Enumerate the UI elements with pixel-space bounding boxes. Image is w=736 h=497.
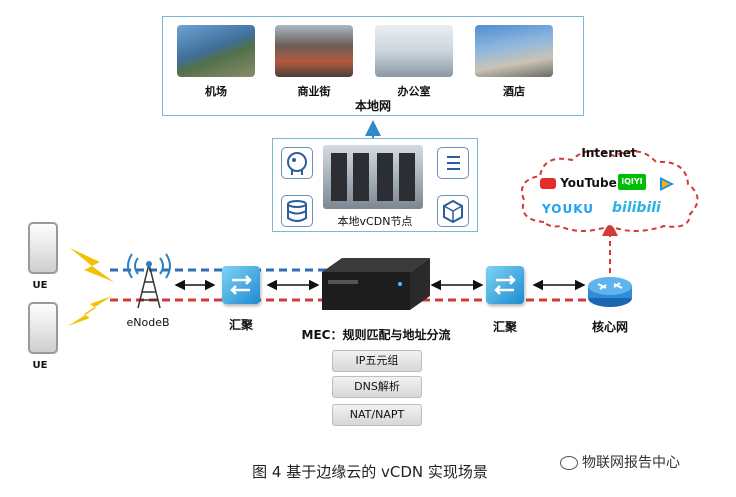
hotel-photo bbox=[475, 25, 553, 77]
enodeb-tower-icon bbox=[122, 246, 176, 312]
local-network-panel: 机场 商业街 办公室 酒店 本地网 bbox=[162, 16, 584, 116]
bilibili-logo: bilibili bbox=[612, 200, 661, 216]
aggregation-switch-left-icon bbox=[222, 266, 260, 304]
site-label-office: 办公室 bbox=[397, 85, 431, 98]
enodeb-label: eNodeB bbox=[126, 316, 170, 329]
ue-phone-2 bbox=[28, 302, 58, 354]
site-label-airport: 机场 bbox=[205, 85, 227, 98]
aggregation-label-left: 汇聚 bbox=[228, 318, 253, 332]
youtube-logo: YouTube bbox=[540, 176, 617, 190]
package-icon bbox=[437, 195, 469, 227]
street-photo bbox=[275, 25, 353, 77]
ai-head-icon bbox=[281, 147, 313, 179]
server-rack-image bbox=[323, 145, 423, 209]
site-label-hotel: 酒店 bbox=[503, 85, 525, 98]
internet-cloud: Internet YouTube iQIYI YOUKU bilibili bbox=[514, 142, 704, 234]
youku-logo: YOUKU bbox=[542, 202, 595, 216]
vcdn-node-panel: 本地vCDN节点 bbox=[272, 138, 478, 232]
mec-function-ip-5tuple: IP五元组 bbox=[332, 350, 422, 372]
mec-server-icon bbox=[318, 254, 432, 312]
internet-title: Internet bbox=[581, 146, 637, 160]
iqiyi-logo: iQIYI bbox=[618, 174, 646, 190]
office-photo bbox=[375, 25, 453, 77]
ue-label-1: UE bbox=[32, 280, 48, 291]
figure-caption: 图 4 基于边缘云的 vCDN 实现场景 bbox=[252, 463, 488, 481]
ue-label-2: UE bbox=[32, 360, 48, 371]
mec-function-nat: NAT/NAPT bbox=[332, 404, 422, 426]
list-icon bbox=[437, 147, 469, 179]
lightning-icon bbox=[68, 296, 112, 326]
core-network-label: 核心网 bbox=[591, 320, 628, 334]
airport-photo bbox=[177, 25, 255, 77]
vcdn-node-label: 本地vCDN节点 bbox=[337, 215, 413, 228]
watermark: 物联网报告中心 bbox=[560, 452, 680, 472]
aggregation-label-right: 汇聚 bbox=[492, 320, 517, 334]
mec-function-dns: DNS解析 bbox=[332, 376, 422, 398]
aggregation-switch-right-icon bbox=[486, 266, 524, 304]
mec-label: MEC：规则匹配与地址分流 bbox=[301, 328, 451, 342]
local-network-title: 本地网 bbox=[354, 99, 391, 113]
lightning-icon bbox=[70, 248, 114, 282]
core-router-icon bbox=[586, 274, 634, 308]
wechat-icon bbox=[560, 456, 578, 470]
tencent-video-logo bbox=[656, 174, 676, 198]
ue-phone-1 bbox=[28, 222, 58, 274]
site-label-street: 商业街 bbox=[297, 85, 331, 98]
database-icon bbox=[281, 195, 313, 227]
